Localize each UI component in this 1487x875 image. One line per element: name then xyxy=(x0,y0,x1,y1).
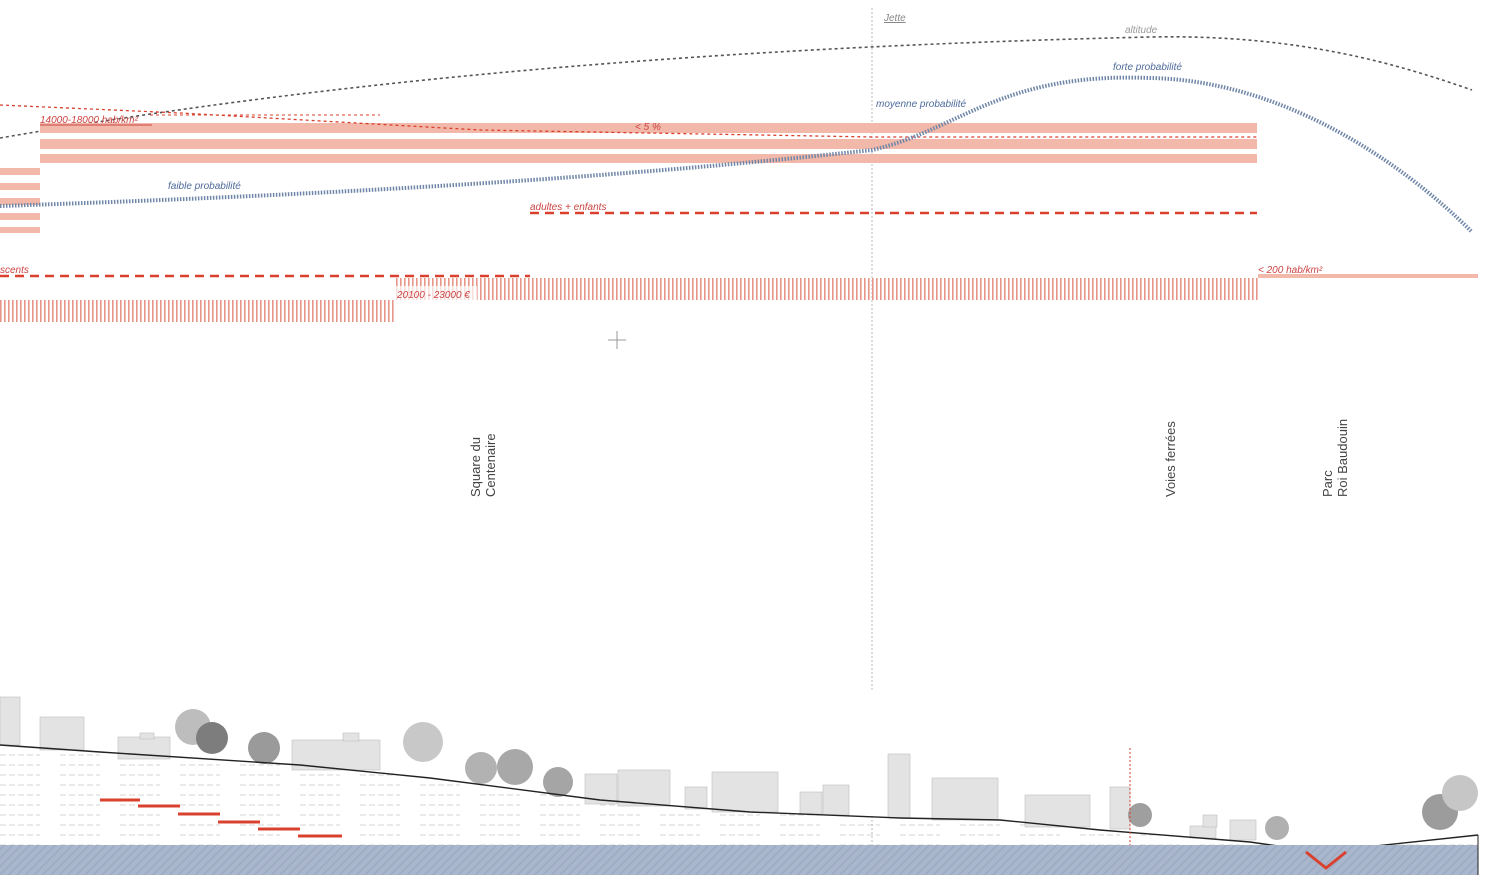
square-centenaire-label-1: Square du xyxy=(468,437,483,497)
parc-label-1: Parc xyxy=(1320,470,1335,497)
density-high-label: 14000-18000 hab/km² xyxy=(40,115,139,126)
voies-ferrees-label: Voies ferrées xyxy=(1163,421,1178,497)
forte-probabilite-label: forte probabilité xyxy=(1113,62,1182,73)
ground-line xyxy=(0,744,1479,853)
altitude-curve xyxy=(0,36,1473,139)
income-label: 20100 - 23000 € xyxy=(396,290,470,301)
underground-markers xyxy=(100,798,342,838)
income-band-mid xyxy=(395,278,1258,300)
trees xyxy=(175,709,1478,840)
faible-probabilite-label: faible probabilité xyxy=(168,181,241,192)
density-bands xyxy=(0,123,1257,233)
parc-label-2: Roi Baudouin xyxy=(1335,419,1350,497)
adolescents-label: scents xyxy=(0,265,29,276)
crosshair-icon xyxy=(608,331,626,349)
percent-dashed-line xyxy=(0,104,1257,138)
income-band-left xyxy=(0,300,395,322)
probability-curve xyxy=(0,75,1474,234)
buildings xyxy=(0,696,1257,841)
altitude-label: altitude xyxy=(1125,25,1158,36)
jette-label: Jette xyxy=(883,13,906,24)
percent-label: < 5 % xyxy=(635,122,661,133)
square-centenaire-label-2: Centenaire xyxy=(483,433,498,497)
river-marker-icon xyxy=(1305,850,1347,870)
adultes-enfants-label: adultes + enfants xyxy=(530,202,606,213)
moyenne-probabilite-label: moyenne probabilité xyxy=(876,99,966,110)
density-low-label: < 200 hab/km² xyxy=(1258,265,1323,276)
